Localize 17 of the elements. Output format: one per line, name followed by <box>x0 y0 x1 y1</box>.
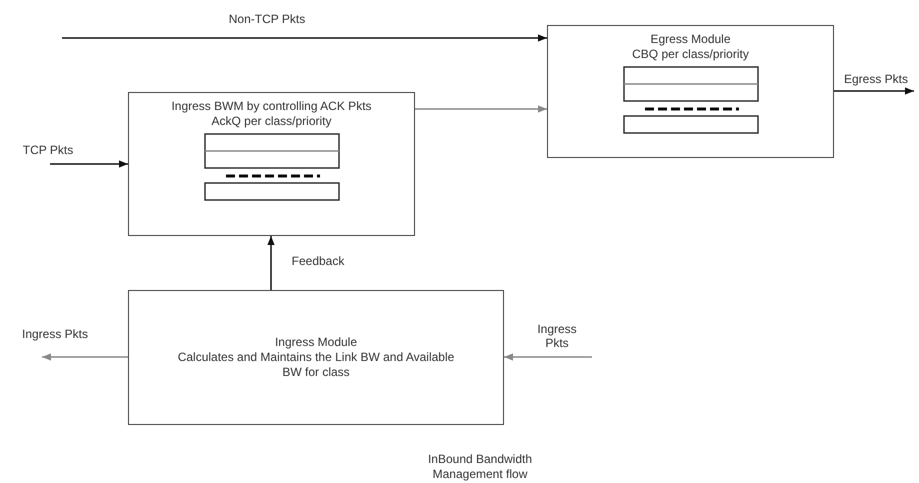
arrow <box>42 353 128 361</box>
module-description: Calculates and Maintains the Link BW and Available BW for class <box>176 350 456 380</box>
diagram-note: InBound Bandwidth Management flow <box>426 452 534 482</box>
arrow <box>62 34 547 42</box>
arrow <box>504 353 592 361</box>
arrow <box>834 87 914 95</box>
arrow <box>50 160 128 168</box>
module-description: CBQ per class/priority <box>632 47 749 62</box>
module-box <box>128 92 415 236</box>
arrow <box>267 236 275 290</box>
module-title: Ingress Module <box>274 335 358 350</box>
module-description: AckQ per class/priority <box>211 114 332 129</box>
arrow <box>415 105 547 113</box>
module-box <box>547 25 834 158</box>
module-box <box>128 290 504 425</box>
module-title: Ingress BWM by controlling ACK Pkts <box>171 99 372 114</box>
module-title: Egress Module <box>650 32 731 47</box>
